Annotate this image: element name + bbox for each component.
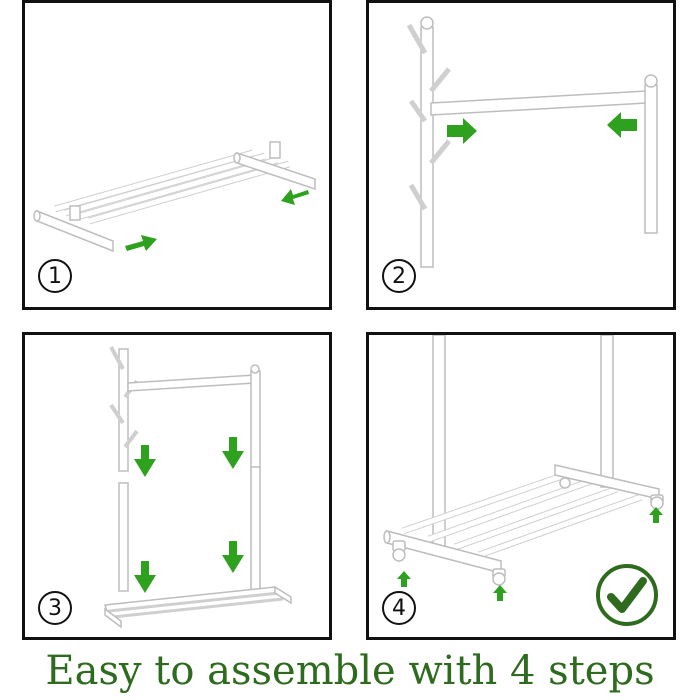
caption: Easy to assemble with 4 steps <box>45 648 655 694</box>
step-4-panel: 4 <box>366 332 676 640</box>
step-2-panel: 2 <box>366 0 676 310</box>
wheels-assembly-illustration <box>383 335 664 601</box>
top-rail-assembly-illustration <box>406 16 658 268</box>
step-number-4: 4 <box>382 591 416 625</box>
upright-assembly-illustration <box>103 346 292 629</box>
step-number-3: 3 <box>38 591 72 625</box>
step-number-2: 2 <box>382 259 416 293</box>
shelf-assembly-illustration <box>33 141 316 253</box>
step-1-panel: 1 <box>22 0 332 310</box>
step-number-1: 1 <box>38 259 72 293</box>
step-3-panel: 3 <box>22 332 332 640</box>
checkmark-icon <box>595 563 659 627</box>
